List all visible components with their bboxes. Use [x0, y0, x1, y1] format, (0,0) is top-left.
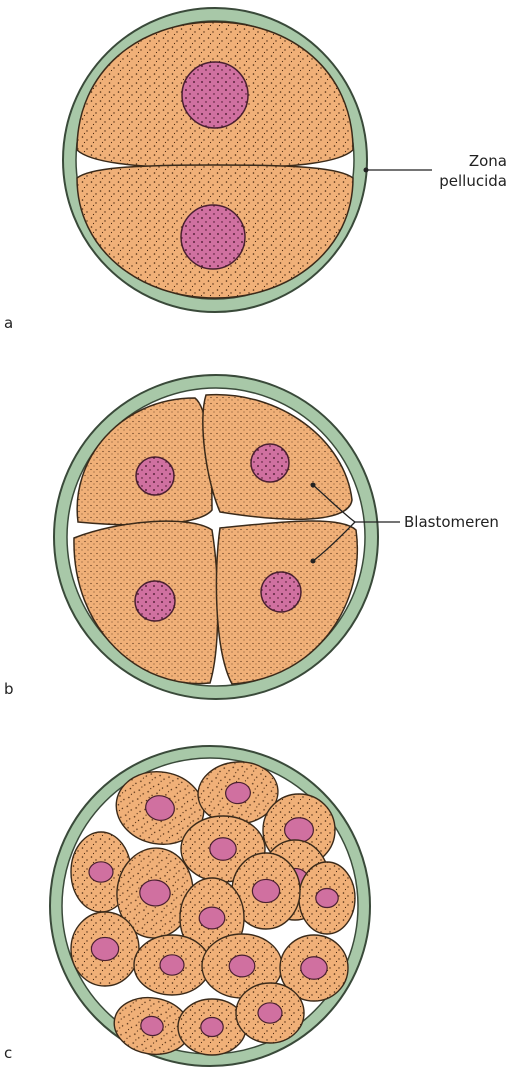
panel-letter-a: a	[4, 314, 13, 332]
nucleus	[285, 818, 314, 842]
nucleus	[160, 955, 184, 975]
nucleus	[91, 937, 118, 960]
blastomere	[134, 935, 210, 995]
nucleus	[229, 955, 255, 977]
nucleus	[201, 1017, 223, 1036]
zona-label-line1: Zona	[469, 152, 507, 170]
panel-letter-c: c	[4, 1044, 12, 1062]
nucleus	[89, 862, 113, 882]
panel-b: Blastomeren b	[4, 375, 499, 699]
blastomere	[299, 862, 355, 934]
blastomere	[236, 983, 304, 1043]
nucleus	[210, 838, 236, 860]
blastomeren-label: Blastomeren	[404, 513, 499, 531]
panel-letter-b: b	[4, 680, 14, 698]
panel-c: c	[4, 746, 370, 1066]
nucleus	[301, 957, 327, 979]
nucleus	[252, 879, 279, 902]
zona-label-line2: pellucida	[439, 172, 507, 190]
nucleus	[258, 1003, 282, 1023]
panel-a: Zona pellucida a	[4, 8, 507, 332]
nucleus	[199, 907, 225, 929]
blastomere	[178, 999, 246, 1055]
nucleus	[316, 888, 338, 907]
blastomere	[71, 912, 139, 986]
